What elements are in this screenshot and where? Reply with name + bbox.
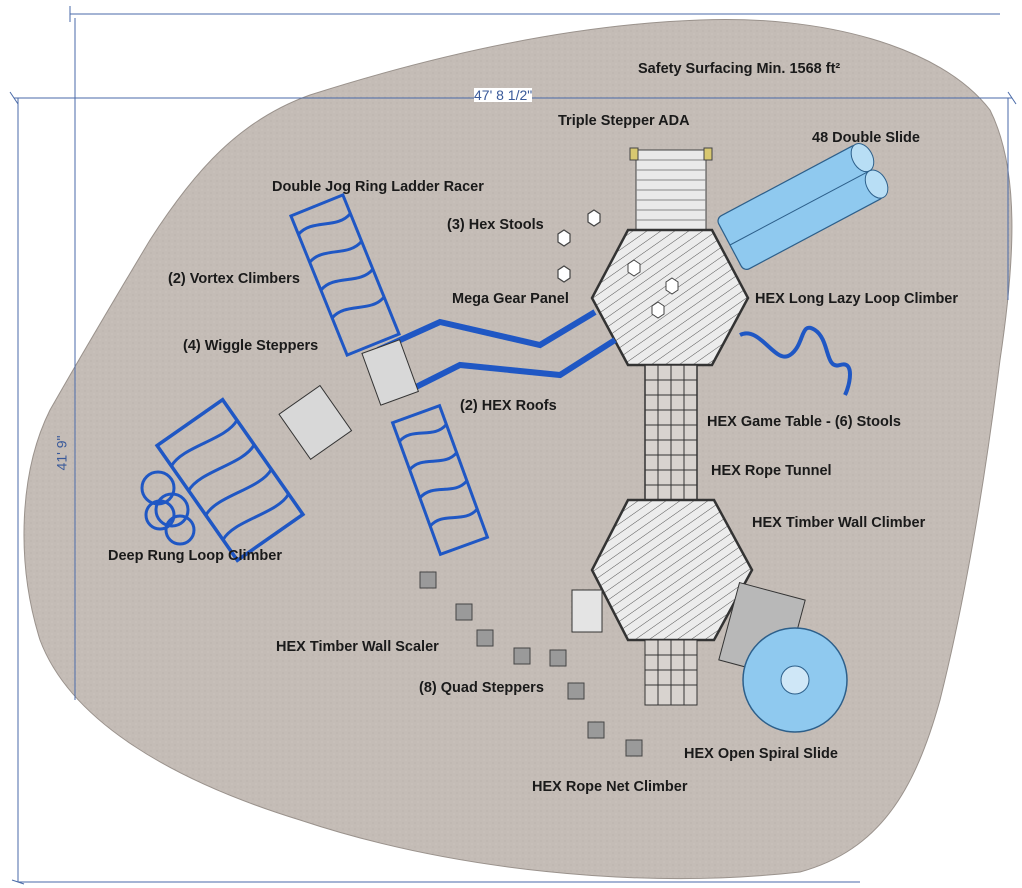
double-slide bbox=[717, 143, 889, 270]
label-wiggle-steppers: (4) Wiggle Steppers bbox=[183, 338, 319, 354]
wiggle-platform bbox=[278, 384, 353, 460]
game-table-stools bbox=[627, 259, 679, 319]
hex-stools bbox=[557, 209, 601, 283]
blue-bridge bbox=[376, 309, 617, 398]
vortex-climber-bottom bbox=[390, 403, 490, 557]
rope-tunnel bbox=[644, 364, 698, 501]
label-safety-surfacing: Safety Surfacing Min. 1568 ft² bbox=[638, 61, 841, 77]
label-hex-stools: (3) Hex Stools bbox=[447, 217, 544, 233]
label-long-lazy-loop: HEX Long Lazy Loop Climber bbox=[755, 291, 959, 307]
label-rope-net: HEX Rope Net Climber bbox=[532, 779, 688, 795]
quad-steppers bbox=[419, 571, 643, 757]
width-dimension-label: 47' 8 1/2" bbox=[474, 87, 533, 103]
timber-wall-scaler bbox=[571, 589, 603, 633]
label-hex-roofs: (2) HEX Roofs bbox=[460, 398, 557, 414]
rope-net-climber bbox=[644, 639, 698, 706]
label-rope-tunnel: HEX Rope Tunnel bbox=[711, 463, 832, 479]
label-open-spiral: HEX Open Spiral Slide bbox=[684, 746, 838, 762]
junction-post bbox=[361, 339, 420, 406]
vortex-climber-top bbox=[288, 193, 402, 357]
height-dimension-label: 41' 9" bbox=[53, 435, 70, 471]
label-quad-steppers: (8) Quad Steppers bbox=[419, 680, 544, 696]
label-double-slide: 48 Double Slide bbox=[812, 130, 920, 146]
label-deep-rung: Deep Rung Loop Climber bbox=[108, 548, 282, 564]
label-vortex-climbers: (2) Vortex Climbers bbox=[168, 271, 300, 287]
label-game-table: HEX Game Table - (6) Stools bbox=[707, 414, 901, 430]
deep-rung-loop-climber bbox=[154, 397, 306, 563]
label-timber-wall-climber: HEX Timber Wall Climber bbox=[752, 515, 926, 531]
label-double-jog: Double Jog Ring Ladder Racer bbox=[272, 179, 484, 195]
label-timber-wall-scaler: HEX Timber Wall Scaler bbox=[276, 639, 439, 655]
spiral-slide bbox=[718, 581, 848, 733]
lower-hex-deck bbox=[590, 498, 754, 642]
label-triple-stepper: Triple Stepper ADA bbox=[558, 113, 690, 129]
triple-stepper bbox=[629, 147, 713, 231]
loop-rings bbox=[140, 470, 196, 546]
lazy-loop-climber bbox=[739, 325, 852, 396]
label-mega-gear: Mega Gear Panel bbox=[452, 291, 569, 307]
